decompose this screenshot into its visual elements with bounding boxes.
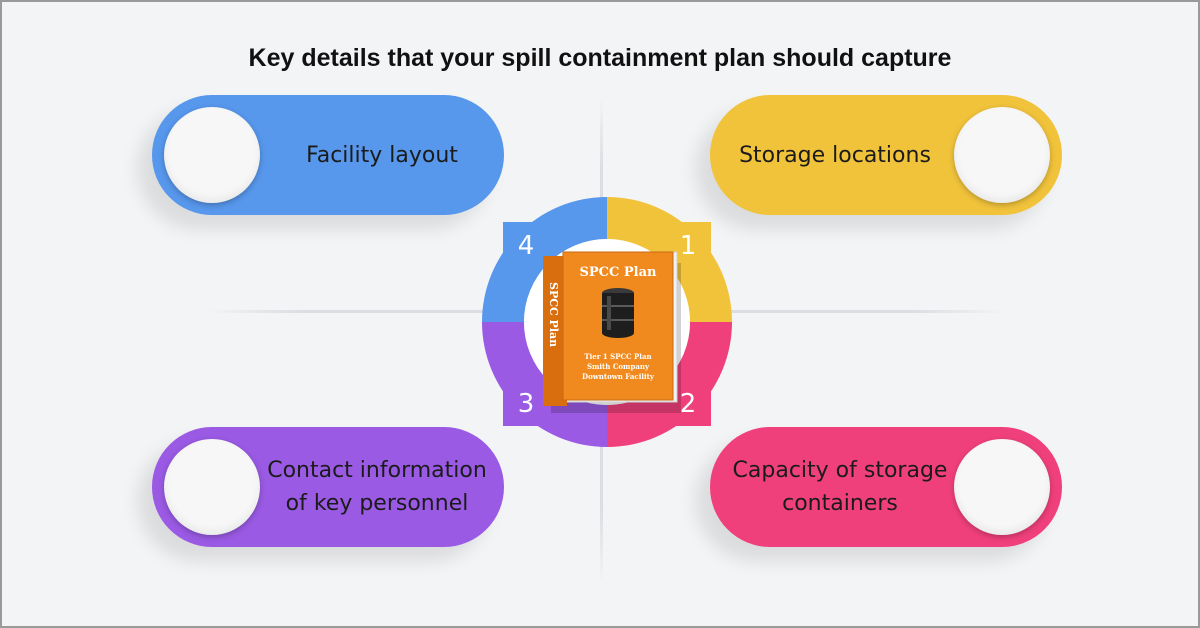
center-ring-diagram: 4 1 2 3 SPCC Plan Tier 1 SPCC P: [482, 197, 732, 447]
number-label-1: 1: [680, 231, 697, 261]
pill-label-facility-layout: Facility layout: [306, 142, 458, 168]
binder-cover-line-2: Smith Company: [587, 362, 650, 371]
pill-label-storage-locations: Storage locations: [739, 142, 931, 168]
spcc-binder: SPCC Plan Tier 1 SPCC Plan Smith Company…: [543, 251, 681, 413]
number-tab-4: [503, 222, 549, 268]
toggle-knob: [164, 107, 260, 203]
toggle-knob: [954, 107, 1050, 203]
number-label-3: 3: [518, 389, 535, 419]
toggle-knob: [164, 439, 260, 535]
oil-barrel-icon: [602, 288, 634, 338]
pill-facility-layout: Facility layout: [152, 95, 504, 215]
binder-cover-line-3: Downtown Facility: [582, 372, 655, 381]
toggle-knob: [954, 439, 1050, 535]
binder-spine-title: SPCC Plan: [547, 282, 560, 347]
binder-cover-line-1: Tier 1 SPCC Plan: [584, 352, 651, 361]
pill-storage-locations: Storage locations: [710, 95, 1062, 215]
number-tab-3: [503, 380, 549, 426]
page-title: Key details that your spill containment …: [248, 44, 952, 72]
binder-cover-title: SPCC Plan: [580, 265, 658, 280]
number-label-2: 2: [680, 389, 697, 419]
number-label-4: 4: [518, 231, 535, 261]
